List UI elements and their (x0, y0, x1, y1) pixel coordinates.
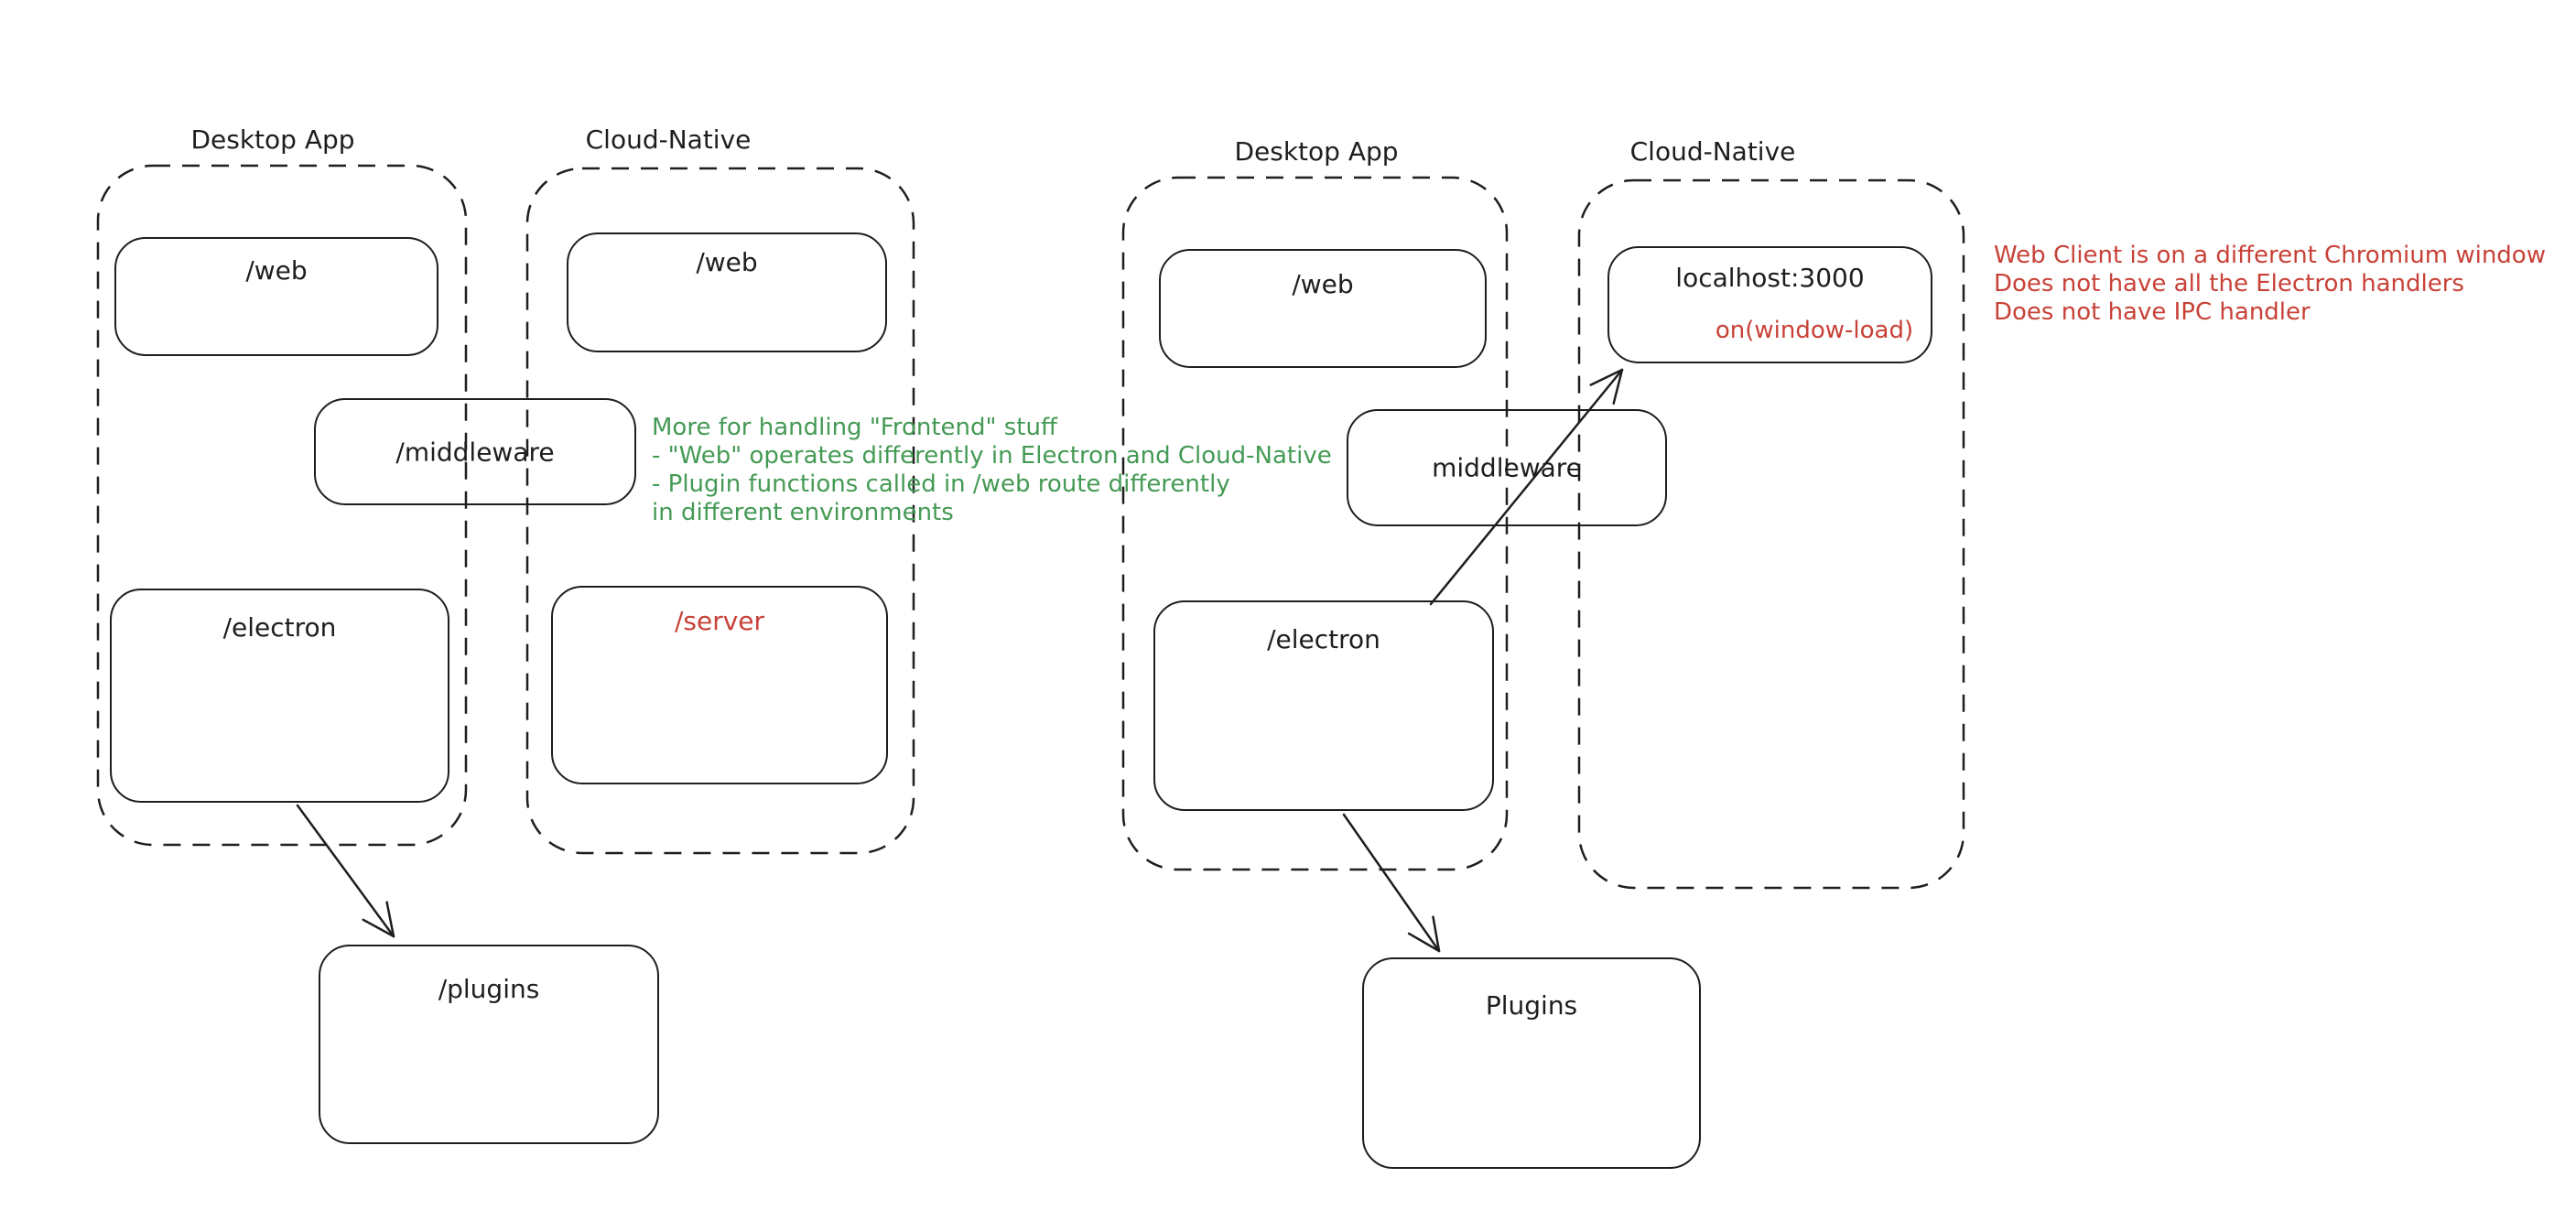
localhost-label: localhost:3000 (1675, 263, 1865, 293)
left-middleware-box: /middleware (314, 398, 636, 505)
left-cloud-native-title: Cloud-Native (585, 124, 752, 155)
right-desktop-web-label: /web (1292, 269, 1354, 299)
right-cloud-native-title: Cloud-Native (1629, 136, 1796, 167)
left-cloud-native-container (525, 167, 915, 855)
right-electron-label: /electron (1267, 624, 1380, 654)
left-desktop-app-title: Desktop App (190, 124, 355, 155)
left-middleware-label: /middleware (395, 437, 555, 467)
right-plugins-box: Plugins (1362, 957, 1701, 1169)
arrow-electron-to-plugins-right (1342, 813, 1441, 953)
red-annotation: Web Client is on a different Chromium wi… (1994, 242, 2546, 327)
left-desktop-web-box: /web (114, 237, 438, 356)
arrow-electron-to-localhost (1429, 368, 1624, 606)
left-plugins-box: /plugins (319, 945, 659, 1144)
left-electron-box: /electron (110, 589, 449, 803)
green-annotation: More for handling "Frontend" stuff - "We… (652, 414, 1332, 527)
red-annotation-line: Does not have IPC handler (1994, 298, 2311, 326)
red-annotation-line: Web Client is on a different Chromium wi… (1994, 242, 2546, 269)
left-cloud-web-box: /web (567, 232, 887, 352)
right-desktop-app-title: Desktop App (1234, 136, 1399, 167)
right-electron-box: /electron (1153, 600, 1494, 811)
right-middleware-label: middleware (1432, 452, 1582, 483)
green-annotation-line: - Plugin functions called in /web route … (652, 470, 1230, 498)
green-annotation-line: - "Web" operates differently in Electron… (652, 442, 1332, 470)
arrow-electron-to-plugins-left (296, 804, 395, 938)
localhost-box: localhost:3000 on(window-load) (1607, 246, 1932, 363)
on-window-load-label: on(window-load) (1715, 317, 1914, 344)
left-cloud-web-label: /web (696, 247, 758, 277)
left-desktop-app-container (96, 164, 468, 847)
right-desktop-app-container (1121, 176, 1509, 871)
server-box: /server (551, 586, 888, 784)
server-label: /server (674, 606, 765, 636)
right-cloud-native-container (1577, 178, 1965, 890)
green-annotation-line: in different environments (652, 499, 954, 526)
right-middleware-box: middleware (1347, 409, 1667, 526)
green-annotation-line: More for handling "Frontend" stuff (652, 414, 1057, 441)
red-annotation-line: Does not have all the Electron handlers (1994, 270, 2464, 297)
right-desktop-web-box: /web (1159, 249, 1487, 368)
left-desktop-web-label: /web (245, 255, 308, 286)
left-electron-label: /electron (222, 612, 337, 643)
right-plugins-label: Plugins (1485, 990, 1578, 1021)
left-plugins-label: /plugins (438, 974, 540, 1004)
